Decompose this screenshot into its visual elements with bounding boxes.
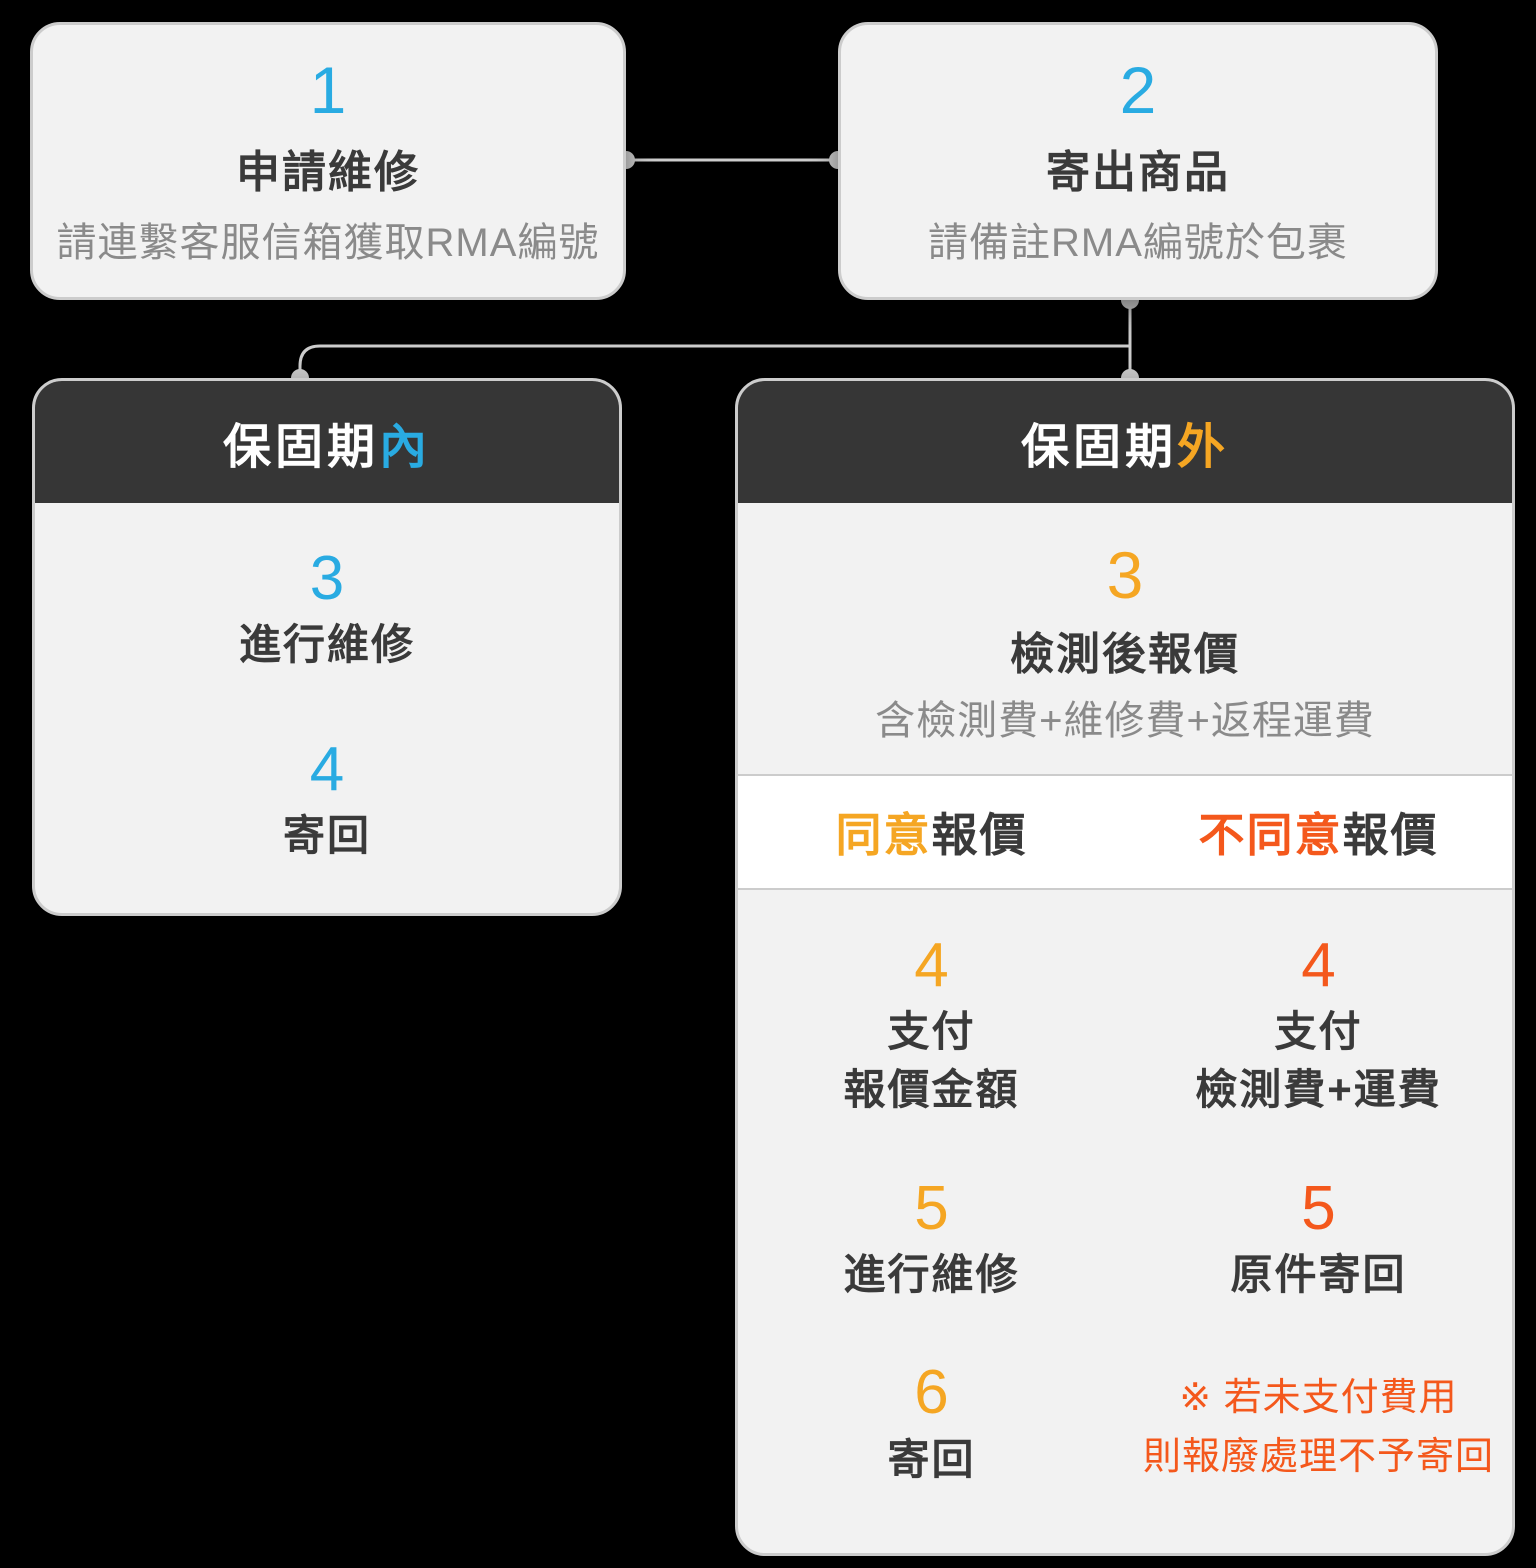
step1-card: 1 申請維修 請連繫客服信箱獲取RMA編號 xyxy=(30,22,626,300)
connector-step2-warranty-in xyxy=(298,344,1130,378)
agree-step6: 6 寄回 xyxy=(887,1359,975,1486)
disagree-column: 4 支付 檢測費+運費 5 原件寄回 ※ 若未支付費用 則報廢處理不予寄回 xyxy=(1125,930,1512,1553)
agree-accent: 同意 xyxy=(835,808,932,861)
disagree-rest: 報價 xyxy=(1342,808,1439,861)
disagree-step5-label: 原件寄回 xyxy=(1230,1250,1407,1298)
warranty-in-step3-label: 進行維修 xyxy=(238,621,415,669)
step1-title: 申請維修 xyxy=(236,148,420,198)
agree-rest: 報價 xyxy=(931,808,1028,861)
warranty-in-title: 保固期 xyxy=(222,421,379,474)
decision-columns: 4 支付 報價金額 5 進行維修 6 寄回 4 支付 檢測費+運費 xyxy=(738,890,1512,1553)
step1-number: 1 xyxy=(309,52,347,127)
agree-step6-label: 寄回 xyxy=(887,1435,976,1483)
disagree-step4: 4 支付 檢測費+運費 xyxy=(1195,930,1442,1117)
warranty-out-step3: 3 檢測後報價 含檢測費+維修費+返程運費 xyxy=(875,503,1375,774)
agree-step4-line1: 支付 xyxy=(887,1007,976,1055)
unpaid-scrap-note-line2: 則報廢處理不予寄回 xyxy=(1142,1436,1494,1479)
agree-step5-label: 進行維修 xyxy=(843,1250,1020,1298)
warranty-in-title-accent: 內 xyxy=(379,421,432,474)
agree-quote-header: 同意報價 xyxy=(738,799,1125,865)
disagree-step4-number: 4 xyxy=(1301,930,1336,1000)
disagree-step4-line1: 支付 xyxy=(1274,1007,1363,1055)
warranty-out-header: 保固期外 xyxy=(738,381,1512,503)
warranty-in-step4-label: 寄回 xyxy=(282,811,371,859)
agree-step5-number: 5 xyxy=(914,1173,949,1243)
step2-subtitle: 請備註RMA編號於包裹 xyxy=(928,221,1348,266)
warranty-out-step3-subtitle: 含檢測費+維修費+返程運費 xyxy=(875,698,1375,743)
disagree-step5-number: 5 xyxy=(1301,1173,1336,1243)
warranty-in-step4: 4 寄回 xyxy=(282,734,371,863)
step1-subtitle: 請連繫客服信箱獲取RMA編號 xyxy=(56,221,600,266)
disagree-quote-header: 不同意報價 xyxy=(1125,799,1512,865)
warranty-out-step3-number: 3 xyxy=(1106,538,1144,612)
warranty-in-body: 3 進行維修 4 寄回 xyxy=(35,503,619,913)
agree-step6-number: 6 xyxy=(914,1358,949,1428)
step2-card: 2 寄出商品 請備註RMA編號於包裹 xyxy=(838,22,1438,300)
agree-step4: 4 支付 報價金額 xyxy=(843,930,1020,1117)
warranty-out-panel: 保固期外 3 檢測後報價 含檢測費+維修費+返程運費 同意報價 不同意報價 4 … xyxy=(735,378,1515,1556)
quote-decision-band: 同意報價 不同意報價 xyxy=(738,773,1512,890)
warranty-out-title: 保固期 xyxy=(1020,421,1177,474)
warranty-out-title-accent: 外 xyxy=(1177,421,1230,474)
warranty-out-step3-title: 檢測後報價 xyxy=(1010,629,1240,679)
unpaid-scrap-note: ※ 若未支付費用 則報廢處理不予寄回 xyxy=(1143,1369,1494,1487)
step2-number: 2 xyxy=(1119,52,1157,127)
warranty-in-header: 保固期內 xyxy=(35,381,619,503)
warranty-in-step3: 3 進行維修 xyxy=(238,544,415,672)
warranty-in-step3-number: 3 xyxy=(309,544,345,613)
disagree-step4-line2: 檢測費+運費 xyxy=(1195,1066,1442,1114)
warranty-out-body: 3 檢測後報價 含檢測費+維修費+返程運費 同意報價 不同意報價 4 支付 報價… xyxy=(738,503,1512,1553)
warranty-in-step4-number: 4 xyxy=(309,734,345,804)
disagree-step5: 5 原件寄回 xyxy=(1230,1173,1407,1302)
unpaid-scrap-note-line1: ※ 若未支付費用 xyxy=(1179,1377,1458,1420)
disagree-accent: 不同意 xyxy=(1198,808,1343,861)
warranty-in-panel: 保固期內 3 進行維修 4 寄回 xyxy=(32,378,622,916)
agree-step4-line2: 報價金額 xyxy=(843,1066,1020,1114)
agree-column: 4 支付 報價金額 5 進行維修 6 寄回 xyxy=(738,930,1125,1553)
agree-step4-number: 4 xyxy=(914,930,949,1000)
step2-title: 寄出商品 xyxy=(1046,148,1230,198)
agree-step5: 5 進行維修 xyxy=(843,1173,1020,1302)
